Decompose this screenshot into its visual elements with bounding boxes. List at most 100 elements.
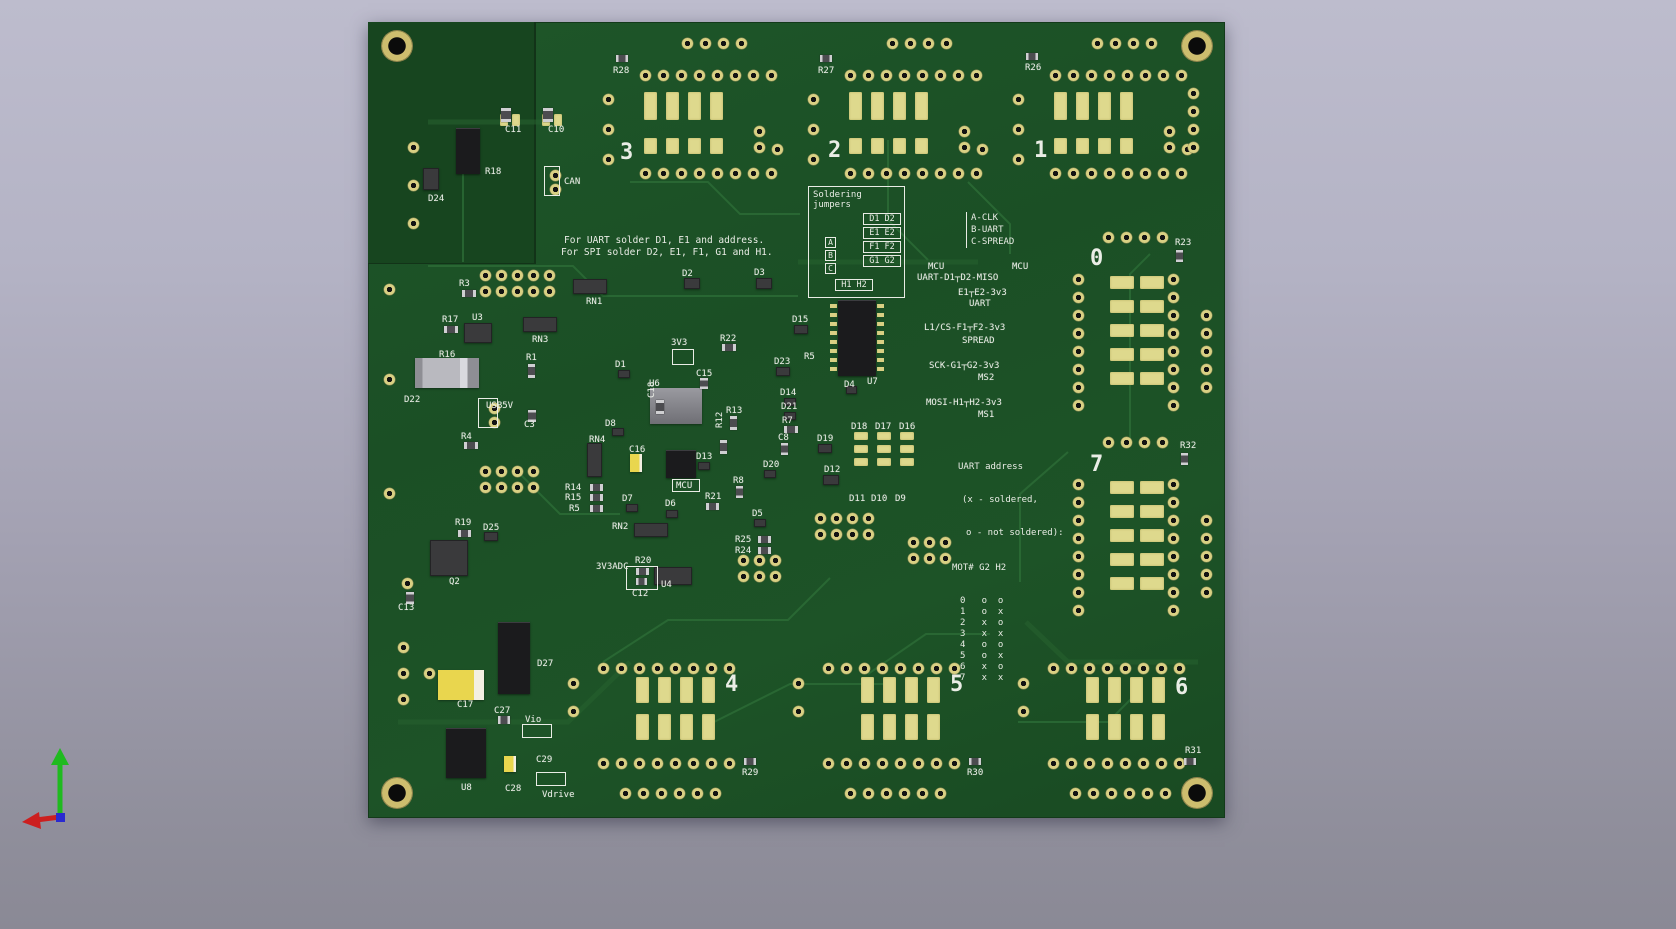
smd-pad [854,432,868,440]
through-hole-pad [1013,154,1024,165]
through-hole-pad [877,663,888,674]
through-hole-pad [863,513,874,524]
through-hole-pad [512,286,523,297]
silkscreen-label: C17 [457,700,474,710]
component-mcu [666,450,696,478]
through-hole-pad [1050,168,1061,179]
through-hole-pad [1140,168,1151,179]
smd-pad [1098,92,1111,120]
pcb-dark-region [368,22,536,264]
component-rn1 [573,279,607,294]
through-hole-pad [1070,788,1081,799]
through-hole-pad [1088,788,1099,799]
through-hole-pad [682,38,693,49]
jumper-group-label: A [825,237,836,248]
through-hole-pad [913,758,924,769]
smd-pad [710,138,723,154]
through-hole-pad [700,38,711,49]
through-hole-pad [738,571,749,582]
through-hole-pad [384,284,395,295]
through-hole-pad [1146,38,1157,49]
smd-pad [644,138,657,154]
through-hole-pad [949,758,960,769]
through-hole-pad [1018,678,1029,689]
legend-item: C-SPREAD [971,237,1015,247]
x-axis-arrow-icon [22,812,61,829]
through-hole-pad [1073,328,1084,339]
silkscreen-outline [672,349,694,365]
through-hole-pad [895,663,906,674]
through-hole-pad [1121,437,1132,448]
silkscreen-label: D2 [682,269,693,279]
silkscreen-label: D27 [537,659,554,669]
component-r7 [784,426,798,433]
silkscreen-label: R19 [455,518,472,528]
component-r17 [444,326,458,333]
smd-pad [877,432,891,440]
through-hole-pad [1139,232,1150,243]
component-c13 [406,592,414,604]
uart-address-row: 3 x x [960,629,1004,639]
uart-solder-instruction: For UART solder D1, E1 and address. [564,235,765,246]
silkscreen-label: D17 [875,422,892,432]
through-hole-pad [1124,788,1135,799]
smd-pad [1086,677,1099,703]
silkscreen-label: MCU [1012,262,1029,272]
silkscreen-label: C11 [505,125,522,135]
component-r27 [820,55,832,62]
through-hole-pad [496,466,507,477]
through-hole-pad [1104,168,1115,179]
component-d21 [784,412,796,420]
through-hole-pad [496,482,507,493]
smd-pad [636,677,649,703]
silkscreen-label: R7 [782,416,793,426]
through-hole-pad [1164,142,1175,153]
silkscreen-label: Q2 [449,577,460,587]
smd-pad [680,677,693,703]
uart-table-note1: (x - soldered, [962,495,1038,505]
component-d7 [626,504,638,512]
through-hole-pad [706,663,717,674]
uart-address-row: 4 o o [960,640,1004,650]
through-hole-pad [772,144,783,155]
silkscreen-label: D1 [615,360,626,370]
silkscreen-label: D12 [824,465,841,475]
through-hole-pad [881,70,892,81]
component-u7 [838,300,876,376]
legend-item: B-UART [971,225,1004,235]
through-hole-pad [1168,274,1179,285]
silkscreen-label: C3 [524,420,535,430]
through-hole-pad [568,678,579,689]
mounting-hole [382,31,412,61]
smd-pad [710,92,723,120]
silkscreen-label: 3V3ADC [596,562,629,572]
spi-solder-instruction: For SPI solder D2, E1, F1, G1 and H1. [561,247,773,258]
through-hole-pad [1110,38,1121,49]
smd-pad [1140,505,1164,518]
uart-address-row: 7 x x [960,673,1004,683]
through-hole-pad [1168,292,1179,303]
smd-pad [1110,372,1134,385]
silkscreen-label: MS1 [978,410,995,420]
through-hole-pad [1201,364,1212,375]
silkscreen-outline [544,166,560,196]
through-hole-pad [808,94,819,105]
through-hole-pad [616,663,627,674]
through-hole-pad [841,758,852,769]
through-hole-pad [754,555,765,566]
silkscreen-label: CAN [564,177,581,187]
through-hole-pad [1201,569,1212,580]
component-r1 [528,364,535,378]
silkscreen-label: C8 [778,433,789,443]
through-hole-pad [766,168,777,179]
through-hole-pad [638,788,649,799]
through-hole-pad [924,537,935,548]
through-hole-pad [908,553,919,564]
silkscreen-label: C27 [494,706,511,716]
component-u4 [654,567,692,585]
component-d1 [618,370,630,378]
smd-pad [1110,553,1134,566]
through-hole-pad [863,70,874,81]
through-hole-pad [881,788,892,799]
